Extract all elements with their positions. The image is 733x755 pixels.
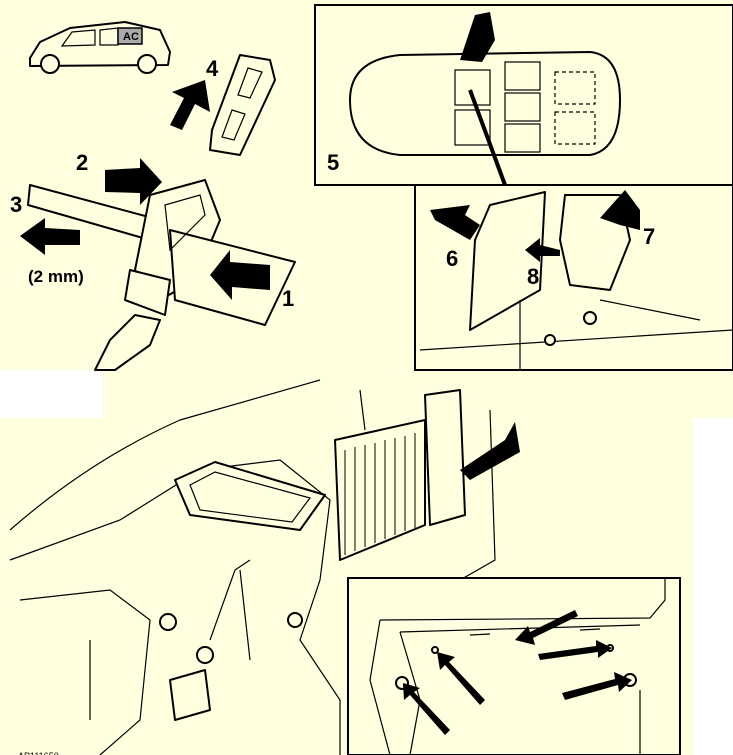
label-step-2: 2 xyxy=(76,150,88,175)
arrow-4 xyxy=(170,80,210,130)
label-step-3: 3 xyxy=(10,192,22,217)
arrows-steps-1-2-3 xyxy=(20,158,270,300)
car-side-view xyxy=(29,21,171,74)
label-gap: (2 mm) xyxy=(28,267,84,286)
ac-badge: AC xyxy=(117,27,143,45)
svg-text:AC: AC xyxy=(123,31,139,43)
label-step-1: 1 xyxy=(282,286,294,311)
inset-fastener-detail xyxy=(347,577,681,755)
label-step-7: 7 xyxy=(643,224,655,249)
label-step-8: 8 xyxy=(527,264,539,289)
panel-6-8-trim-removal xyxy=(414,184,733,371)
panel-5-car-top-view xyxy=(314,4,733,186)
label-step-6: 6 xyxy=(446,246,458,271)
figure-id: AP111650 xyxy=(18,751,59,755)
label-step-5: 5 xyxy=(327,150,339,175)
label-step-4: 4 xyxy=(206,56,219,81)
dashboard-underside-view xyxy=(9,379,520,755)
filter-cover-part xyxy=(209,54,276,156)
clip-assembly xyxy=(27,179,296,371)
